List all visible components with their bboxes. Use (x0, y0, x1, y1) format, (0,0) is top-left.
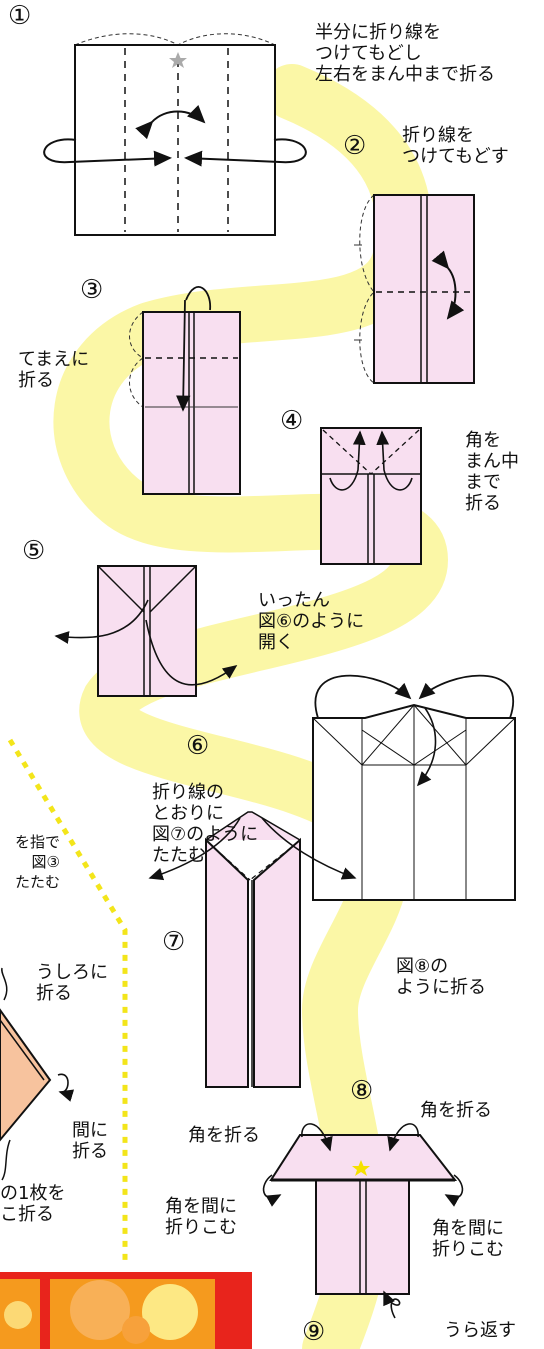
dotted-guide-line (7, 738, 128, 1260)
step-8-instruction-left-top: 角を折る (188, 1125, 260, 1146)
background-ribbon (53, 64, 449, 1349)
step-7-figure (148, 811, 357, 1088)
step-5-number: ⑤ (22, 536, 46, 566)
step-9-instruction: うら返す (444, 1320, 516, 1341)
left-fragment-3: 間に 折る (72, 1120, 108, 1162)
step-7-number: ⑦ (162, 927, 186, 957)
step-2-figure (354, 194, 475, 384)
step-3-instruction: てまえに 折る (18, 349, 90, 391)
step-1-figure (43, 33, 307, 236)
step-8-instruction-right-bottom: 角を間に 折りこむ (432, 1218, 504, 1260)
left-fragment-2: うしろに 折る (36, 962, 108, 1004)
step-4-figure (320, 427, 422, 565)
step-8-number: ⑧ (350, 1076, 374, 1106)
step-6-figure (312, 674, 516, 901)
step-1-instruction: 半分に折り線を つけてもどし 左右をまん中まで折る (315, 22, 495, 85)
step-5-instruction: いったん 図⑥のように 開く (258, 590, 365, 653)
step-2-instruction: 折り線を つけてもどす (402, 125, 509, 167)
step-9-number: ⑨ (302, 1317, 326, 1347)
turn-over-icon (383, 1290, 401, 1319)
step-8-instruction-top: 角を折る (420, 1100, 492, 1121)
step-6-instruction: 折り線の とおりに 図⑦のように たたむ (152, 782, 259, 866)
step-5-figure (54, 565, 238, 697)
step-3-number: ③ (80, 275, 104, 305)
left-fragment-1: を指で 図③ たたむ (14, 833, 60, 891)
step-7-instruction: 図⑧の ように折る (396, 956, 486, 998)
left-partial-figure (0, 967, 75, 1181)
bottom-decor-banner (0, 1272, 252, 1349)
step-6-number: ⑥ (186, 731, 210, 761)
left-fragment-4: の1枚を こ折る (0, 1183, 66, 1225)
step-8-figure (262, 1123, 464, 1295)
step-1-number: ① (8, 1, 32, 31)
step-4-number: ④ (280, 406, 304, 436)
step-8-instruction-left-bottom: 角を間に 折りこむ (165, 1196, 237, 1238)
step-4-instruction: 角を まん中 まで 折る (465, 430, 519, 514)
step-3-figure (129, 286, 241, 495)
step-2-number: ② (343, 131, 367, 161)
